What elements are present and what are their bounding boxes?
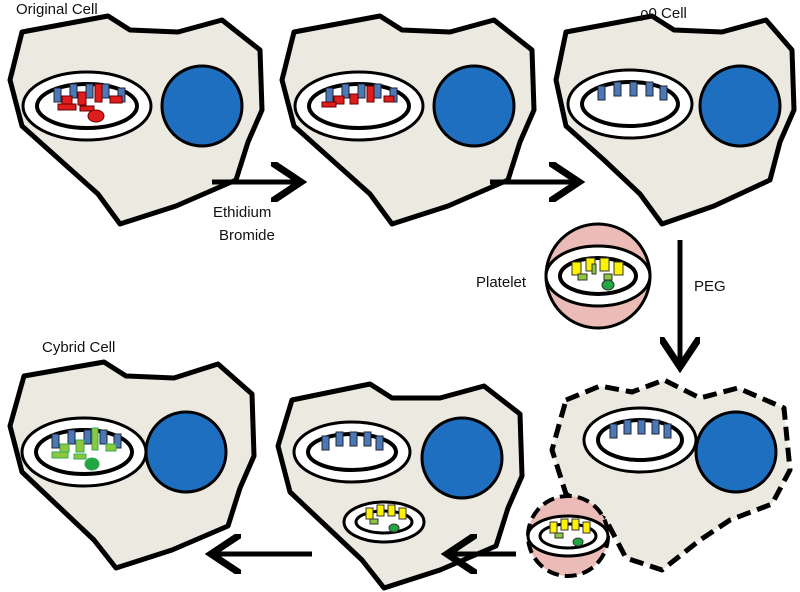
treated-cell xyxy=(279,13,537,227)
mitochondrion-host xyxy=(292,420,412,484)
nucleus xyxy=(420,416,504,500)
platelet-fusing xyxy=(526,494,610,578)
nuclear-encoded-genes xyxy=(609,419,672,439)
nuclear-encoded-genes xyxy=(51,429,122,449)
nucleus xyxy=(160,64,244,148)
nuclear-encoded-genes xyxy=(53,83,126,103)
label-bromide: Bromide xyxy=(219,227,275,244)
mitochondrial-dna-original xyxy=(57,83,123,123)
label-peg: PEG xyxy=(694,278,726,295)
mitochondrial-dna-depleting xyxy=(321,85,395,108)
label-original-cell: Original Cell xyxy=(16,1,98,18)
fused-cell xyxy=(275,381,525,591)
mitochondrial-dna-cybrid xyxy=(51,427,117,471)
nucleus xyxy=(694,410,778,494)
label-ethidium: Ethidium xyxy=(213,204,271,221)
platelet xyxy=(544,222,652,330)
original-cell xyxy=(7,13,265,227)
mitochondrion xyxy=(582,406,698,474)
nucleus xyxy=(144,410,228,494)
mitochondrion xyxy=(20,416,148,488)
mitochondrion xyxy=(544,244,652,308)
label-platelet: Platelet xyxy=(476,274,527,291)
mitochondrion xyxy=(566,68,694,140)
mitochondrion xyxy=(21,70,153,142)
nucleus xyxy=(432,64,516,148)
fusing-cell xyxy=(526,377,793,578)
cybrid-cell xyxy=(7,359,257,571)
rho0-cell xyxy=(553,13,797,227)
label-cybrid-cell: Cybrid Cell xyxy=(42,339,115,356)
mitochondrion-donor xyxy=(342,500,426,544)
label-rho0-cell: ρ0 Cell xyxy=(640,5,687,22)
nucleus xyxy=(698,64,782,148)
nuclear-encoded-genes xyxy=(597,81,668,101)
mitochondrial-dna-platelet xyxy=(571,257,624,291)
mitochondrion xyxy=(293,70,425,142)
nuclear-encoded-genes xyxy=(325,83,398,103)
